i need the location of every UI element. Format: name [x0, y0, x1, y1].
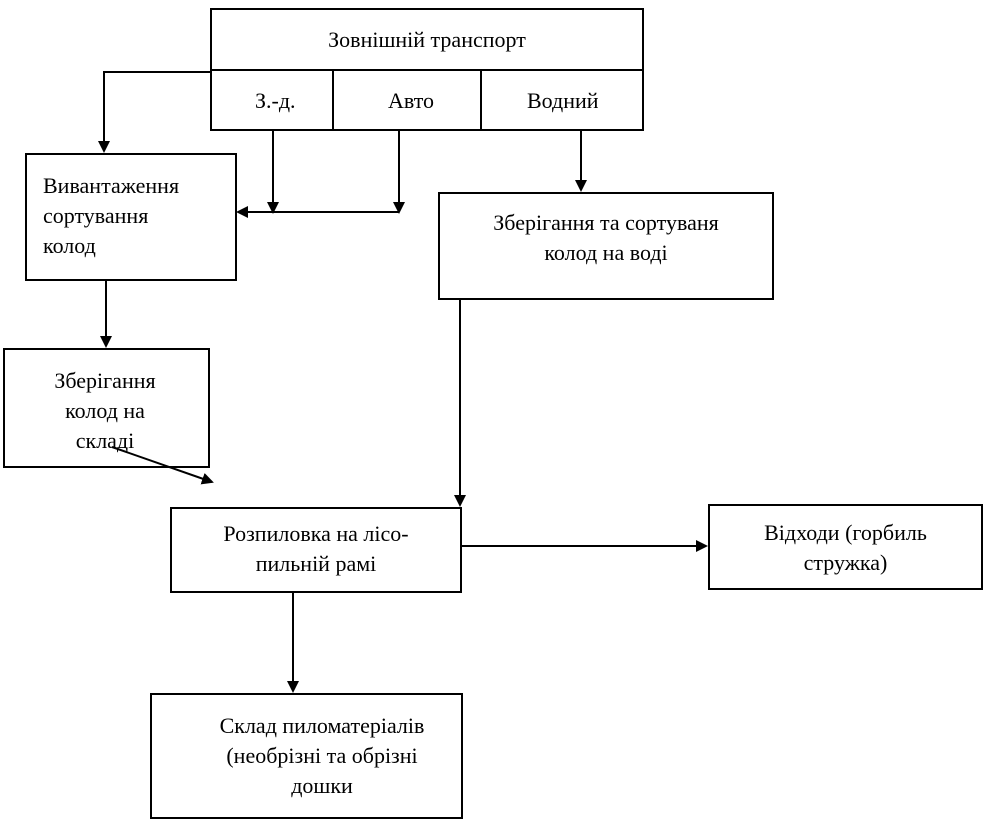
- mode-water-label: Водний: [527, 88, 599, 113]
- arrow-yard-to-sawing: [111, 446, 214, 485]
- mode-rail-label: З.-д.: [255, 88, 296, 113]
- yard-storage-box: Зберігання колод на складі: [3, 348, 210, 468]
- mode-auto-label: Авто: [388, 88, 435, 113]
- yard-storage-label: Зберігання колод на складі: [54, 368, 156, 453]
- water-storage-label: Зберігання та сортуваня колод на воді: [493, 210, 719, 265]
- sawing-box: Розпиловка на лісо- пильній рамі: [170, 507, 462, 593]
- lumber-warehouse-label: Склад пиломатеріалів (необрізні та обріз…: [219, 713, 425, 798]
- transport-title: Зовнішній транспорт: [328, 27, 526, 52]
- lumber-warehouse-box: Склад пиломатеріалів (необрізні та обріз…: [150, 693, 463, 819]
- water-storage-box: Зберігання та сортуваня колод на воді: [438, 192, 774, 300]
- unload-sort-label: Вивантаження сортування колод: [43, 173, 180, 258]
- sawing-label: Розпиловка на лісо- пильній рамі: [223, 521, 409, 576]
- waste-box: Відходи (горбиль стружка): [708, 504, 983, 590]
- waste-label: Відходи (горбиль стружка): [764, 520, 927, 575]
- arrow-transport-to-unload: [98, 71, 210, 153]
